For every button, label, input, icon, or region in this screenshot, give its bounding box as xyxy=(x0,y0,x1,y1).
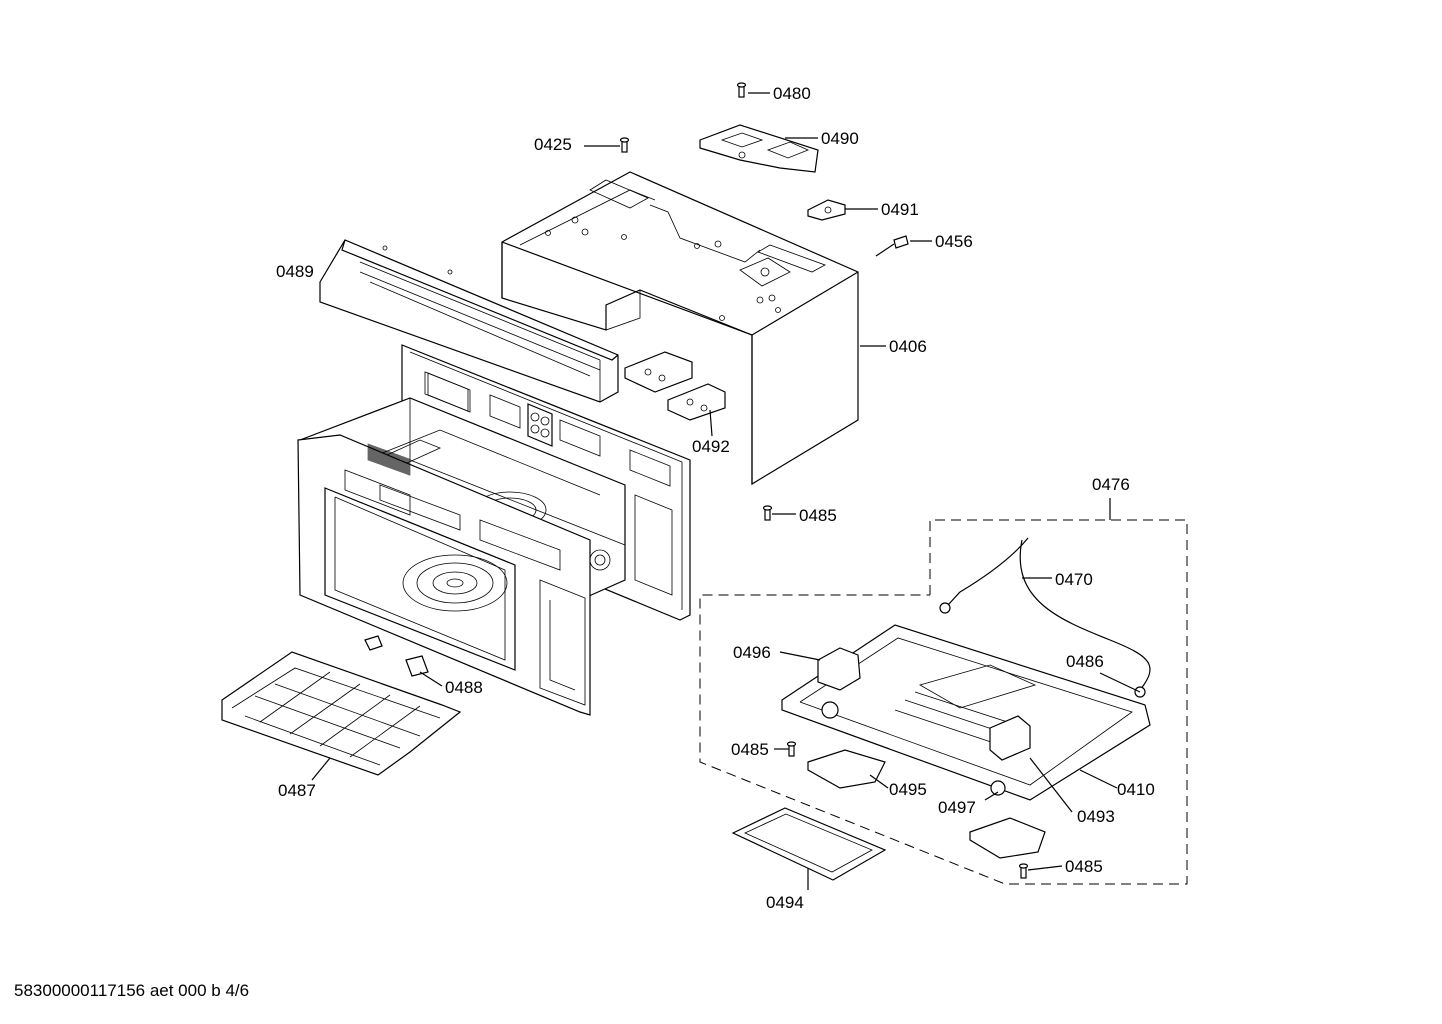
label-0489: 0489 xyxy=(276,262,314,281)
part-0491-clip xyxy=(807,199,846,221)
part-0497-grommet xyxy=(990,780,1006,796)
part-0488-clips xyxy=(364,635,429,677)
label-0497: 0497 xyxy=(938,798,976,817)
label-0486: 0486 xyxy=(1066,652,1104,671)
leader-lines xyxy=(311,92,1141,890)
part-0495-covers xyxy=(807,749,1046,859)
label-0485-top: 0485 xyxy=(799,506,837,525)
part-0496-bracket xyxy=(817,647,861,719)
part-0494-filter xyxy=(731,807,887,881)
label-0406: 0406 xyxy=(889,337,927,356)
front-frame xyxy=(297,434,611,716)
label-0494: 0494 xyxy=(766,893,804,912)
label-0488: 0488 xyxy=(445,678,483,697)
label-0425: 0425 xyxy=(534,135,572,154)
label-0490: 0490 xyxy=(821,129,859,148)
part-0406-outer-case xyxy=(501,171,859,486)
label-0480: 0480 xyxy=(773,84,811,103)
label-0470: 0470 xyxy=(1055,570,1093,589)
label-0491: 0491 xyxy=(881,200,919,219)
label-0476: 0476 xyxy=(1092,475,1130,494)
document-footer-code: 58300000117156 aet 000 b 4/6 xyxy=(14,981,250,1000)
label-0493: 0493 xyxy=(1077,807,1115,826)
label-0456: 0456 xyxy=(935,232,973,251)
part-0470-cable xyxy=(939,537,1151,698)
part-0410-base-plate xyxy=(781,624,1151,801)
label-0485-bottom: 0485 xyxy=(1065,857,1103,876)
part-0490-plate xyxy=(699,124,819,173)
label-0410: 0410 xyxy=(1117,780,1155,799)
part-0487-tray xyxy=(221,651,462,776)
label-0496: 0496 xyxy=(733,643,771,662)
part-0489-vent-grille xyxy=(319,239,619,403)
label-0495: 0495 xyxy=(889,780,927,799)
label-0492: 0492 xyxy=(692,437,730,456)
part-0476-group-outline xyxy=(699,519,1188,885)
label-0485-middle: 0485 xyxy=(731,740,769,759)
part-0492-brackets xyxy=(624,351,726,421)
screws xyxy=(619,82,1029,879)
label-0487: 0487 xyxy=(278,781,316,800)
